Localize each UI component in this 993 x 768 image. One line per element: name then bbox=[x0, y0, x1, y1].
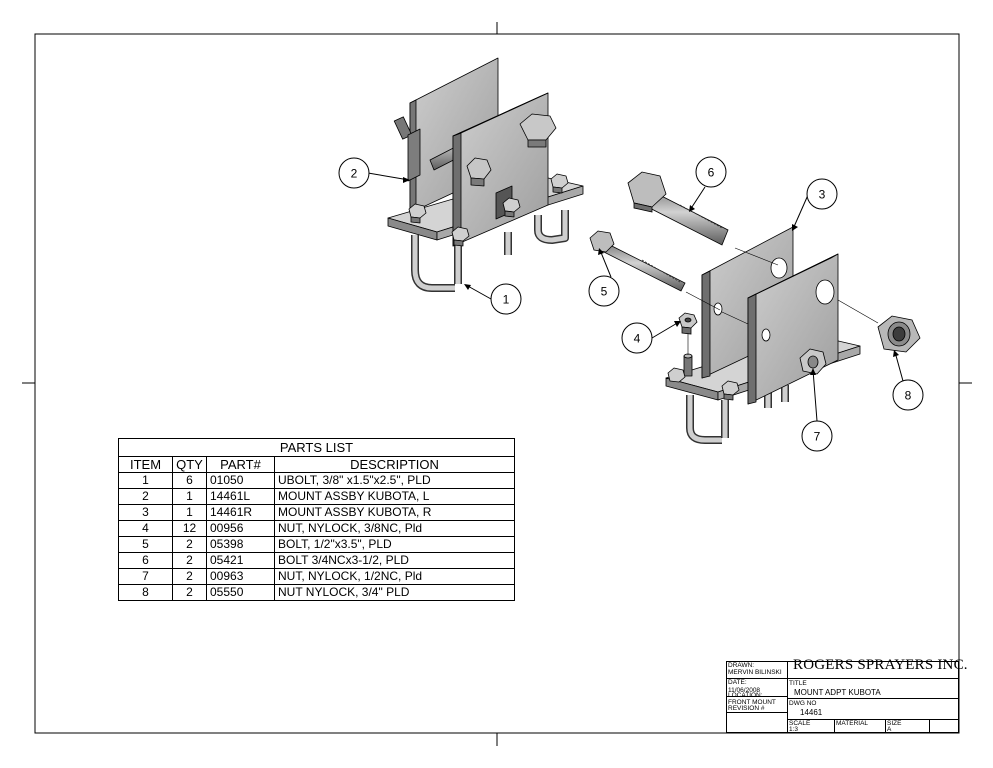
row-qty: 2 bbox=[172, 536, 207, 553]
row-item: 5 bbox=[118, 536, 173, 553]
nylock-nut-three-quarter bbox=[877, 315, 921, 353]
row-part: 01050 bbox=[206, 472, 275, 489]
title-block: DRAWN: MERVIN BILINSKI DATE: 11/06/2008 … bbox=[726, 658, 968, 733]
balloon-4-label: 4 bbox=[634, 332, 641, 346]
title-value: MOUNT ADPT KUBOTA bbox=[794, 688, 881, 697]
bolt-half-inch bbox=[589, 230, 686, 292]
balloon-8-label: 8 bbox=[905, 389, 912, 403]
balloon-1-label: 1 bbox=[503, 293, 510, 307]
revision-label: REVISION # bbox=[728, 705, 765, 712]
table-row: 1 6 01050 UBOLT, 3/8" x1.5"x2.5", PLD bbox=[118, 472, 515, 489]
row-qty: 2 bbox=[172, 584, 207, 601]
col-header-qty: QTY bbox=[172, 456, 207, 473]
table-row: 4 12 00956 NUT, NYLOCK, 3/8NC, Pld bbox=[118, 520, 515, 537]
size-value: A bbox=[887, 726, 892, 733]
location-value: FRONT MOUNT bbox=[728, 699, 776, 706]
table-row: 5 2 05398 BOLT, 1/2"x3.5", PLD bbox=[118, 536, 515, 553]
row-description: NUT, NYLOCK, 1/2NC, Pld bbox=[274, 568, 515, 585]
row-qty: 2 bbox=[172, 552, 207, 569]
row-part: 05398 bbox=[206, 536, 275, 553]
balloon-6-label: 6 bbox=[708, 166, 715, 180]
balloon-5: 5 bbox=[588, 248, 620, 307]
drawn-label: DRAWN: bbox=[728, 662, 755, 669]
row-item: 2 bbox=[118, 488, 173, 505]
date-label: DATE: bbox=[728, 679, 747, 686]
col-header-part: PART# bbox=[206, 456, 275, 473]
size-label: SIZE bbox=[887, 720, 902, 727]
table-row: 8 2 05550 NUT NYLOCK, 3/4" PLD bbox=[118, 584, 515, 601]
dwg-no-value: 14461 bbox=[800, 708, 823, 717]
table-row: 2 1 14461L MOUNT ASSBY KUBOTA, L bbox=[118, 488, 515, 505]
balloon-4: 4 bbox=[621, 321, 681, 354]
base-nuts-left bbox=[408, 173, 569, 247]
ubolt-group-right bbox=[686, 385, 789, 444]
nylock-nut-three-eighths bbox=[678, 312, 698, 335]
scale-value: 1:3 bbox=[789, 726, 799, 733]
parts-list-table: PARTS LIST ITEM QTY PART# DESCRIPTION 1 … bbox=[118, 438, 515, 601]
row-description: UBOLT, 3/8" x1.5"x2.5", PLD bbox=[274, 472, 515, 489]
title-label: TITLE bbox=[789, 680, 807, 687]
scale-label: SCALE bbox=[789, 720, 811, 727]
table-row: 6 2 05421 BOLT 3/4NCx3-1/2, PLD bbox=[118, 552, 515, 569]
dwg-no-label: DWG NO bbox=[789, 700, 817, 707]
row-qty: 2 bbox=[172, 568, 207, 585]
balloon-2: 2 bbox=[338, 157, 410, 189]
balloon-6: 6 bbox=[689, 156, 727, 212]
row-part: 00956 bbox=[206, 520, 275, 537]
row-qty: 1 bbox=[172, 504, 207, 521]
col-header-item: ITEM bbox=[118, 456, 173, 473]
parts-list-header-row: ITEM QTY PART# DESCRIPTION bbox=[118, 456, 515, 473]
row-part: 05421 bbox=[206, 552, 275, 569]
row-qty: 12 bbox=[172, 520, 207, 537]
drawn-value: MERVIN BILINSKI bbox=[728, 669, 782, 676]
left-mount-assembly bbox=[387, 57, 584, 292]
row-description: NUT NYLOCK, 3/4" PLD bbox=[274, 584, 515, 601]
row-description: BOLT, 1/2"x3.5", PLD bbox=[274, 536, 515, 553]
row-part: 05550 bbox=[206, 584, 275, 601]
row-item: 8 bbox=[118, 584, 173, 601]
row-qty: 6 bbox=[172, 472, 207, 489]
balloon-1: 1 bbox=[464, 283, 522, 315]
bolt-three-quarter bbox=[627, 171, 729, 246]
balloon-7: 7 bbox=[801, 368, 833, 452]
row-item: 3 bbox=[118, 504, 173, 521]
balloon-5-label: 5 bbox=[601, 285, 608, 299]
row-part: 00963 bbox=[206, 568, 275, 585]
location-label: LOCATION: bbox=[728, 692, 763, 699]
table-row: 7 2 00963 NUT, NYLOCK, 1/2NC, Pld bbox=[118, 568, 515, 585]
row-part: 14461L bbox=[206, 488, 275, 505]
row-item: 6 bbox=[118, 552, 173, 569]
ubolt-group-left bbox=[411, 210, 569, 292]
balloon-7-label: 7 bbox=[814, 430, 821, 444]
row-item: 1 bbox=[118, 472, 173, 489]
row-description: MOUNT ASSBY KUBOTA, R bbox=[274, 504, 515, 521]
balloon-8: 8 bbox=[892, 350, 924, 411]
row-description: NUT, NYLOCK, 3/8NC, Pld bbox=[274, 520, 515, 537]
row-description: MOUNT ASSBY KUBOTA, L bbox=[274, 488, 515, 505]
table-row: 3 1 14461R MOUNT ASSBY KUBOTA, R bbox=[118, 504, 515, 521]
row-description: BOLT 3/4NCx3-1/2, PLD bbox=[274, 552, 515, 569]
row-item: 4 bbox=[118, 520, 173, 537]
row-item: 7 bbox=[118, 568, 173, 585]
material-label: MATERIAL bbox=[836, 720, 869, 727]
date-value: 11/06/2008 bbox=[728, 687, 761, 694]
balloon-3: 3 bbox=[792, 178, 838, 231]
row-qty: 1 bbox=[172, 488, 207, 505]
balloon-2-label: 2 bbox=[351, 167, 358, 181]
col-header-description: DESCRIPTION bbox=[274, 456, 515, 473]
row-part: 14461R bbox=[206, 504, 275, 521]
right-mount-assembly bbox=[665, 226, 861, 444]
company-name: ROGERS SPRAYERS INC. bbox=[793, 657, 968, 673]
balloon-3-label: 3 bbox=[819, 188, 826, 202]
parts-list-title: PARTS LIST bbox=[118, 438, 515, 457]
